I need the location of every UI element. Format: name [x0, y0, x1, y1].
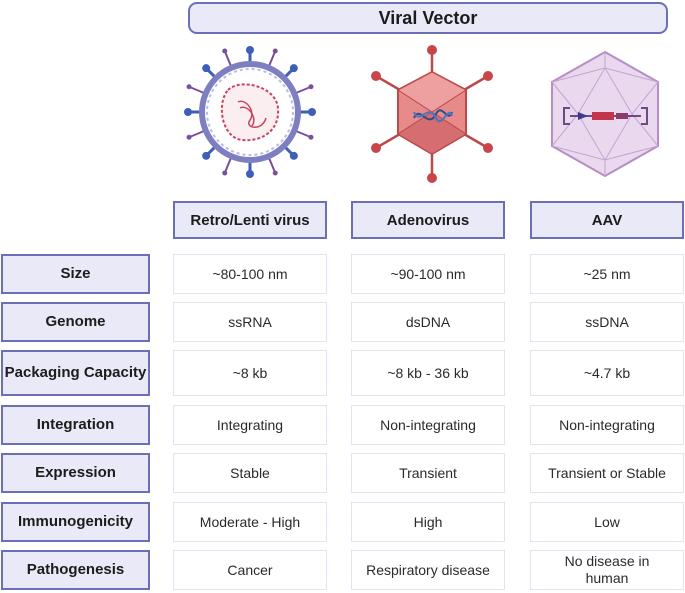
cell-expression-aav: Transient or Stable	[530, 453, 684, 493]
adenovirus-icon	[371, 45, 493, 183]
cell-size-retro: ~80-100 nm	[173, 254, 327, 294]
column-header-aav: AAV	[530, 201, 684, 239]
cell-integration-adeno: Non-integrating	[351, 405, 505, 445]
row-header-immunogenicity: Immunogenicity	[1, 502, 150, 542]
cell-packaging-retro: ~8 kb	[173, 350, 327, 396]
cell-integration-retro: Integrating	[173, 405, 327, 445]
row-header-expression: Expression	[1, 453, 150, 493]
cell-immunogenicity-aav: Low	[530, 502, 684, 542]
cell-immunogenicity-adeno: High	[351, 502, 505, 542]
row-header-packaging-capacity: Packaging Capacity	[1, 350, 150, 396]
row-header-genome: Genome	[1, 302, 150, 342]
column-header-retro-lenti-virus: Retro/Lenti virus	[173, 201, 327, 239]
cell-expression-retro: Stable	[173, 453, 327, 493]
cell-genome-adeno: dsDNA	[351, 302, 505, 342]
cell-pathogenesis-retro: Cancer	[173, 550, 327, 590]
cell-expression-adeno: Transient	[351, 453, 505, 493]
cell-packaging-aav: ~4.7 kb	[530, 350, 684, 396]
cell-genome-aav: ssDNA	[530, 302, 684, 342]
row-header-pathogenesis: Pathogenesis	[1, 550, 150, 590]
cell-size-adeno: ~90-100 nm	[351, 254, 505, 294]
cell-genome-retro: ssRNA	[173, 302, 327, 342]
cell-immunogenicity-retro: Moderate - High	[173, 502, 327, 542]
cell-pathogenesis-adeno: Respiratory disease	[351, 550, 505, 590]
column-header-adenovirus: Adenovirus	[351, 201, 505, 239]
cell-size-aav: ~25 nm	[530, 254, 684, 294]
row-header-size: Size	[1, 254, 150, 294]
cell-integration-aav: Non-integrating	[530, 405, 684, 445]
row-header-integration: Integration	[1, 405, 150, 445]
aav-icon	[551, 50, 659, 178]
page-title: Viral Vector	[188, 2, 668, 34]
cell-pathogenesis-aav: No disease in human	[530, 550, 684, 590]
retrovirus-icon	[184, 46, 316, 178]
cell-packaging-adeno: ~8 kb - 36 kb	[351, 350, 505, 396]
